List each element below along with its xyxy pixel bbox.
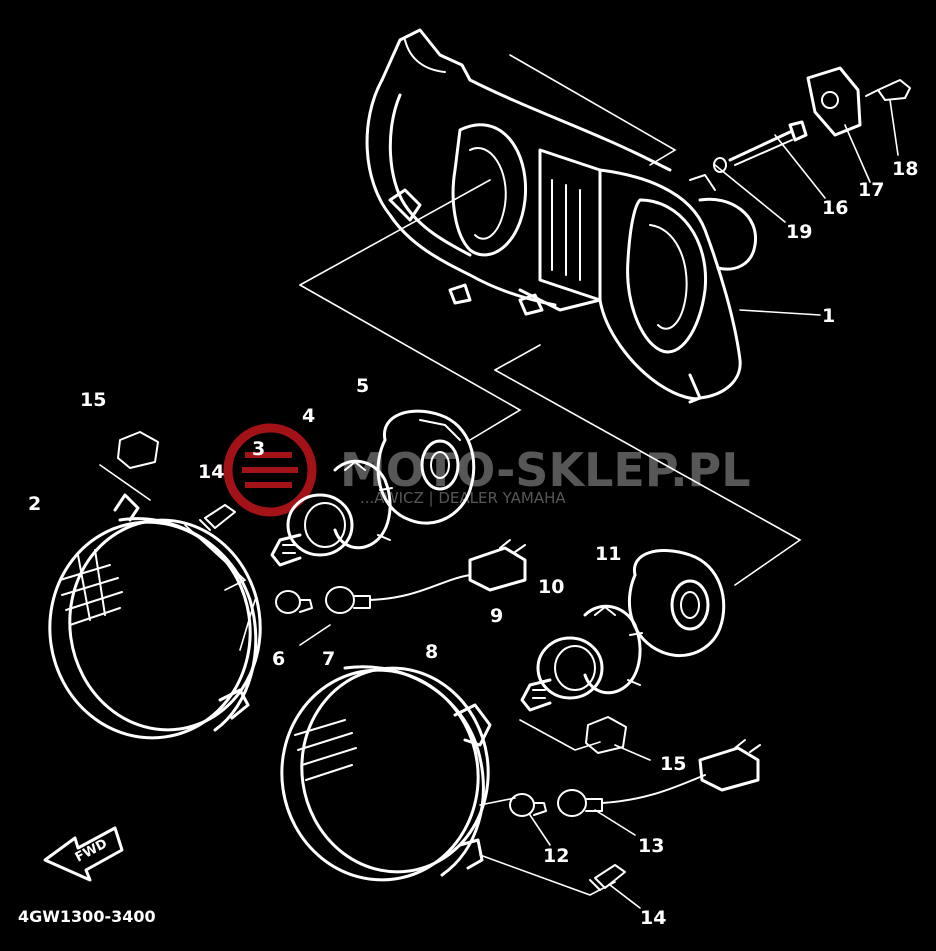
part-15-grommet-a <box>117 431 159 469</box>
part-6-position-bulb <box>275 590 313 614</box>
callout-19: 19 <box>786 221 812 243</box>
part-14-small-bulb-b <box>589 864 626 891</box>
callout-10: 10 <box>538 576 564 598</box>
callout-12: 12 <box>543 845 569 867</box>
callout-13: 13 <box>638 835 664 857</box>
callout-14-a: 14 <box>198 461 224 483</box>
part-1-headlight-housing <box>365 28 757 404</box>
watermark: MOTO-SKLEP.PL ...AWICZ | DEALER YAMAHA <box>223 423 751 517</box>
watermark-brand: MOTO-SKLEP.PL <box>340 443 751 497</box>
callout-6: 6 <box>272 648 285 670</box>
callout-4: 4 <box>302 405 315 427</box>
part-14-small-bulb-a <box>199 504 236 531</box>
watermark-subtitle: ...AWICZ | DEALER YAMAHA <box>360 489 566 507</box>
part-12-position-bulb <box>509 793 547 817</box>
part-8-right-headlight <box>280 665 492 882</box>
callout-18: 18 <box>892 158 918 180</box>
part-16-bolt <box>728 120 808 166</box>
callout-9: 9 <box>490 605 503 627</box>
callout-2: 2 <box>28 493 41 515</box>
part-5-socket-cover <box>376 409 476 525</box>
part-19-washer <box>713 157 727 173</box>
fwd-arrow-icon: FWD <box>43 826 124 882</box>
callout-15-a: 15 <box>80 389 106 411</box>
part-15-grommet-b <box>585 716 627 754</box>
callout-14-b: 14 <box>640 907 666 929</box>
part-18-screw <box>865 79 911 101</box>
part-13-bulb-socket <box>557 739 761 817</box>
part-11-socket-cover <box>627 549 726 658</box>
leader-lines <box>99 54 899 909</box>
part-17-bracket <box>806 66 862 137</box>
callout-5: 5 <box>356 375 369 397</box>
callout-11: 11 <box>595 543 621 565</box>
part-10-bulb-holder <box>583 604 643 695</box>
callout-8: 8 <box>425 641 438 663</box>
part-4-bulb-holder <box>333 459 393 550</box>
part-3-bulb <box>270 493 354 567</box>
part-7-bulb-socket <box>325 539 527 614</box>
callout-numbers: 1 2 3 4 5 6 7 8 9 10 11 12 13 14 14 15 1… <box>28 158 918 929</box>
part-9-bulb <box>520 636 604 712</box>
watermark-logo-icon <box>223 423 317 517</box>
part-2-left-headlight <box>48 493 262 740</box>
part-code: 4GW1300-3400 <box>18 907 156 926</box>
callout-7: 7 <box>322 648 335 670</box>
callout-17: 17 <box>858 179 884 201</box>
callout-3: 3 <box>252 438 265 460</box>
callout-15-b: 15 <box>660 753 686 775</box>
callout-1: 1 <box>822 305 835 327</box>
callout-16: 16 <box>822 197 848 219</box>
